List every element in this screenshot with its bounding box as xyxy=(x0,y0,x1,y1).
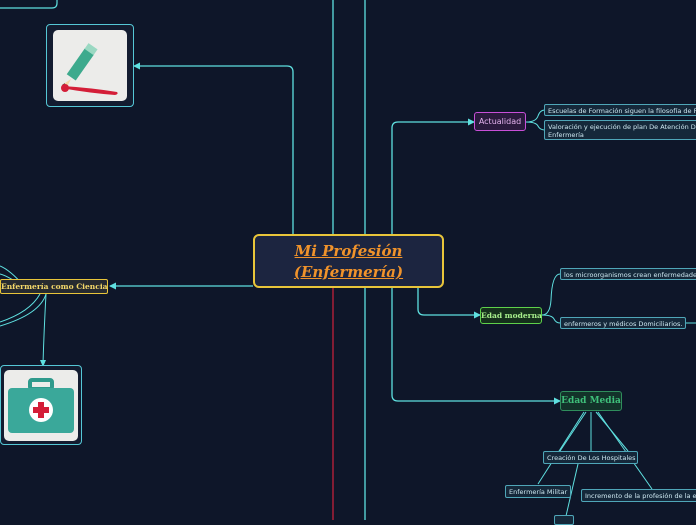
moderna-item-microorganismos[interactable]: los microorganismos crean enfermedade xyxy=(560,268,696,280)
topic-edad-moderna[interactable]: Edad moderna xyxy=(480,307,542,324)
media-item-hospitales[interactable]: Creación De Los Hospitales xyxy=(543,451,638,464)
connector-moderna xyxy=(417,288,480,316)
actualidad-item-escuelas[interactable]: Escuelas de Formación siguen la filosofí… xyxy=(544,104,696,116)
media-item-incremento-text: Incremento de la profesión de la e xyxy=(585,492,696,500)
topic-actualidad[interactable]: Actualidad xyxy=(474,112,526,131)
pencil-icon xyxy=(53,30,127,101)
pencil-image-node[interactable] xyxy=(46,24,134,107)
media-item-incremento[interactable]: Incremento de la profesión de la e xyxy=(581,489,696,502)
moderna-item-enfermeros[interactable]: enfermeros y médicos Domiciliarios. xyxy=(560,317,686,329)
moderna-item-enfermeros-text: enfermeros y médicos Domiciliarios. xyxy=(564,320,683,328)
media-item-militar-text: Enfermería Militar xyxy=(509,488,568,496)
connector-actualidad xyxy=(391,121,474,234)
topic-edad-media[interactable]: Edad Media xyxy=(560,391,622,411)
topic-enfermeria-ciencia[interactable]: Enfermería como Ciencia xyxy=(0,279,108,294)
actualidad-item-valoracion-text2: Enfermería xyxy=(548,131,584,139)
actualidad-item-escuelas-text: Escuelas de Formación siguen la filosofí… xyxy=(548,107,696,115)
central-topic-line1: Mi Profesión xyxy=(294,242,403,260)
media-item-militar[interactable]: Enfermería Militar xyxy=(505,485,571,498)
first-aid-kit-icon xyxy=(4,370,78,441)
central-topic-line2: (Enfermería) xyxy=(293,263,404,281)
central-topic[interactable]: Mi Profesión (Enfermería) xyxy=(253,234,444,288)
connector-media xyxy=(391,288,560,402)
connector-pencil xyxy=(134,65,294,234)
first-aid-image-node[interactable] xyxy=(0,365,82,445)
actualidad-item-valoracion-text: Valoración y ejecución de plan De Atenci… xyxy=(548,123,696,131)
offscreen-node[interactable] xyxy=(0,0,57,8)
media-item-offscreen[interactable] xyxy=(554,515,574,525)
actualidad-item-valoracion[interactable]: Valoración y ejecución de plan De Atenci… xyxy=(544,120,696,140)
media-item-hospitales-text: Creación De Los Hospitales xyxy=(547,454,636,462)
moderna-item-microorganismos-text: los microorganismos crean enfermedade xyxy=(564,271,696,279)
